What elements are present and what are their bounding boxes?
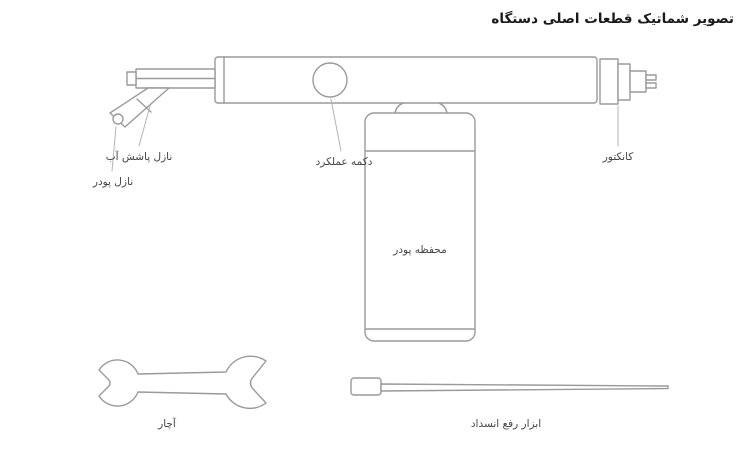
gun-body-drawing [214, 56, 598, 104]
leader-water-spray-nozzle [138, 105, 151, 147]
leader-function-button [330, 98, 342, 152]
label-powder-chamber: محفظه پودر [393, 244, 447, 256]
powder-nozzle-tube [109, 87, 170, 128]
page-title: تصویر شماتیک قطعات اصلی دستگاه [491, 11, 734, 27]
label-function-button: دکمه عملکرد [315, 156, 373, 168]
connector-drawing [599, 58, 657, 105]
label-wrench: آچار [158, 418, 176, 430]
leader-lines [111, 98, 619, 172]
label-water-spray-nozzle: نازل پاشش آب [105, 151, 173, 163]
wrench-drawing [98, 355, 267, 410]
function-button-drawing [312, 62, 348, 98]
nozzle-assembly-drawing [109, 68, 216, 128]
powder-nozzle-tip [112, 113, 124, 125]
label-unclogging-tool: ابزار رفع انسداد [470, 418, 542, 430]
unclogging-tool-drawing [350, 377, 669, 396]
label-powder-nozzle: نازل پودر [92, 176, 134, 188]
leader-powder-nozzle [111, 126, 117, 172]
label-connector: کانکتور [602, 151, 634, 163]
powder-container-drawing [364, 112, 476, 342]
